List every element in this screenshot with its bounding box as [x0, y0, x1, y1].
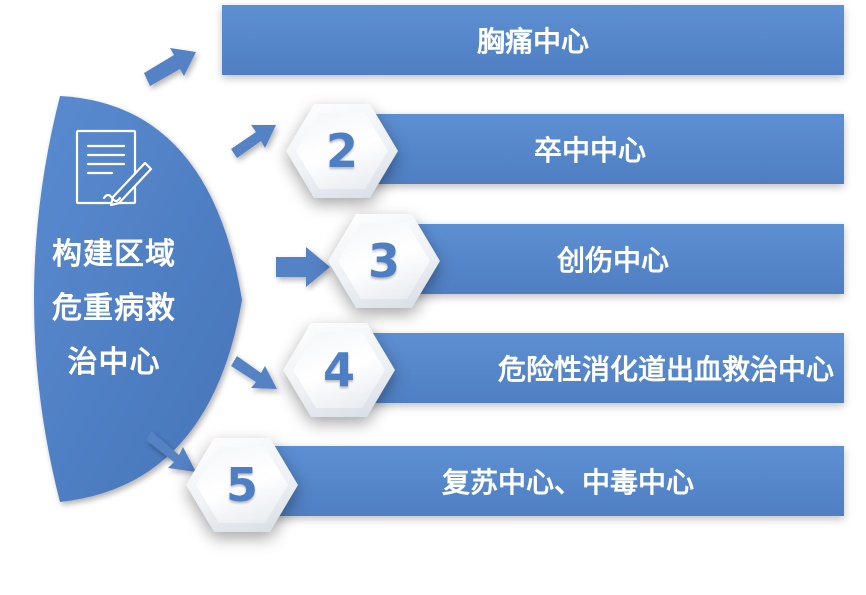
center-label: 胸痛中心 — [476, 25, 589, 58]
hex-badge-3: 3 — [328, 214, 440, 308]
arrows — [144, 48, 330, 472]
hex-badge-2: 2 — [286, 104, 398, 198]
arrow-2 — [231, 125, 276, 158]
hub-title-line: 危重病救 — [52, 291, 176, 326]
hub-shape — [34, 96, 242, 502]
arrow-5 — [146, 431, 196, 472]
center-label: 卒中中心 — [533, 134, 646, 167]
center-bar-resuscitation: 复苏中心、中毒中心 — [252, 446, 844, 516]
hex-badge-4: 4 — [283, 323, 395, 417]
badge-number: 3 — [367, 234, 400, 288]
hex-badge-5: 5 — [186, 438, 298, 532]
arrow-3 — [276, 247, 330, 287]
center-bar-trauma: 创伤中心 — [382, 224, 844, 294]
center-label: 创伤中心 — [556, 244, 669, 277]
document-pen-icon — [75, 129, 153, 207]
center-bar-stroke: 卒中中心 — [338, 114, 844, 184]
arrow-4 — [231, 356, 277, 389]
center-bar-chest-pain: 胸痛中心 — [222, 5, 844, 75]
center-bar-gi-bleeding: 危险性消化道出血救治中心 — [336, 333, 844, 403]
badge-number: 2 — [325, 124, 358, 178]
hub-title-line: 构建区域 — [52, 237, 176, 272]
arrow-1 — [144, 48, 196, 86]
center-label: 危险性消化道出血救治中心 — [497, 353, 834, 386]
hub-title: 构建区域 危重病救 治中心 — [14, 228, 214, 390]
badge-number: 4 — [322, 343, 355, 397]
badge-number: 5 — [225, 458, 258, 512]
hub-title-line: 治中心 — [67, 345, 161, 380]
center-label: 复苏中心、中毒中心 — [441, 466, 694, 499]
